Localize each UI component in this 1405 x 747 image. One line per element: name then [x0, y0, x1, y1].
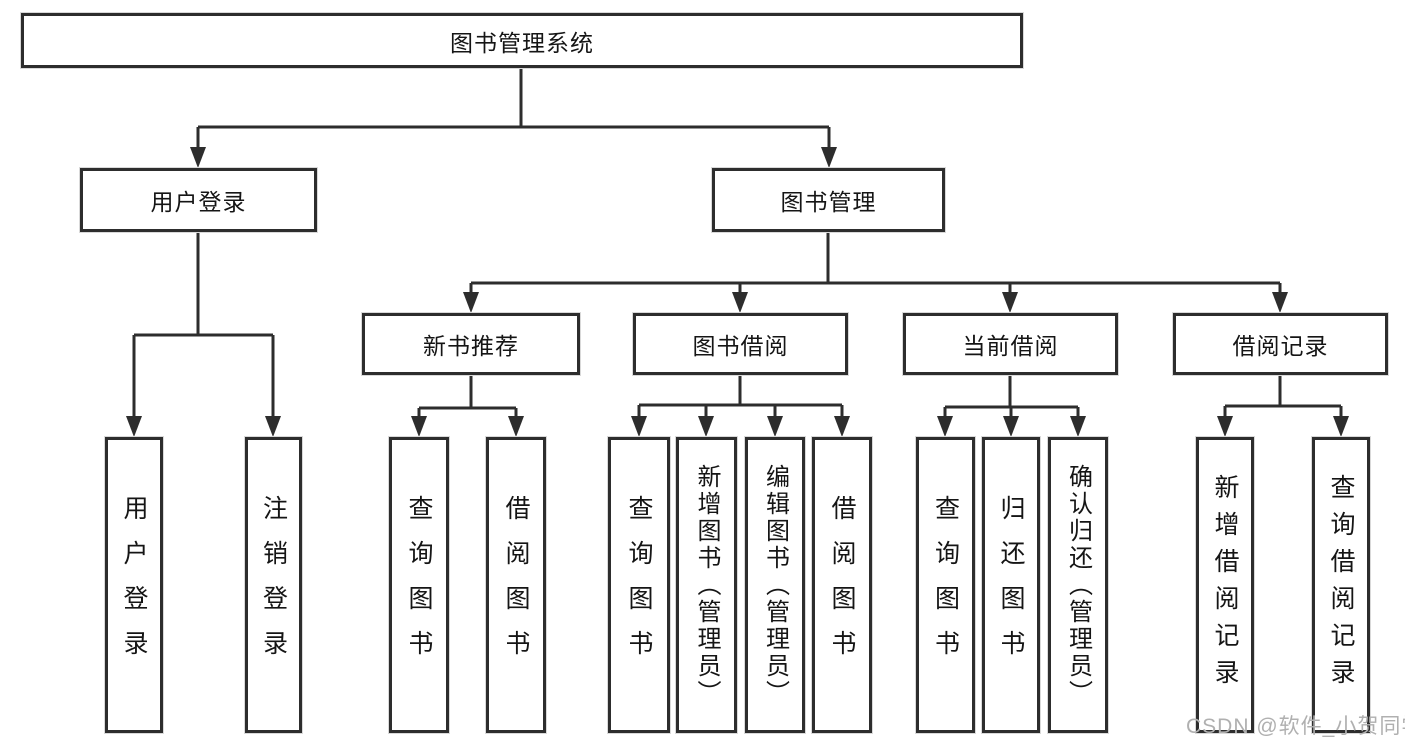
- leaf-bb-add-books-admin: 新增图书（管理员）: [676, 437, 737, 733]
- leaf-br-query-borrow-record: 查询借阅记录: [1312, 437, 1370, 733]
- node-current-borrowing: 当前借阅: [903, 313, 1118, 375]
- leaf-bb-edit-books-admin: 编辑图书（管理员）: [745, 437, 805, 733]
- node-book-management: 图书管理: [712, 168, 945, 232]
- leaf-br-add-borrow-record: 新增借阅记录: [1196, 437, 1254, 733]
- leaf-cb-confirm-return-admin: 确认归还（管理员）: [1048, 437, 1108, 733]
- leaf-nbr-query-books: 查询图书: [389, 437, 449, 733]
- leaf-cb-query-books: 查询图书: [916, 437, 975, 733]
- leaf-bb-borrow-books: 借阅图书: [812, 437, 872, 733]
- node-user-login: 用户登录: [80, 168, 317, 232]
- leaf-logout: 注销登录: [245, 437, 302, 733]
- leaf-bb-query-books: 查询图书: [608, 437, 670, 733]
- node-borrowing-records: 借阅记录: [1173, 313, 1388, 375]
- leaf-cb-return-books: 归还图书: [982, 437, 1040, 733]
- csdn-watermark: CSDN @软件_小贺同学: [1186, 715, 1405, 738]
- node-new-book-recommendation: 新书推荐: [362, 313, 580, 375]
- leaf-nbr-borrow-books: 借阅图书: [486, 437, 546, 733]
- leaf-user-login: 用户登录: [105, 437, 163, 733]
- node-library-management-system: 图书管理系统: [21, 13, 1023, 68]
- node-book-borrowing: 图书借阅: [633, 313, 848, 375]
